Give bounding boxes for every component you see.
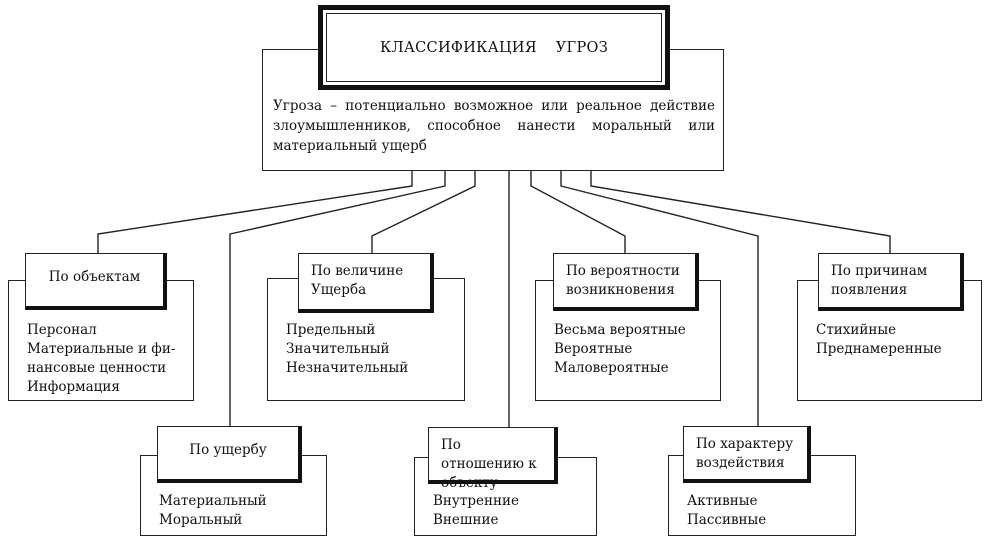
connector-damage xyxy=(229,170,446,426)
list-item: Незначительный xyxy=(286,360,409,376)
category-objects-header: По объектам xyxy=(25,253,167,310)
category-character-header: По характеру воздействия xyxy=(683,426,811,483)
list-item: Внутренние xyxy=(433,493,519,509)
category-probability-header: По вероятности возникновения xyxy=(553,253,699,311)
connector-probability xyxy=(530,170,626,254)
list-item: Материальный xyxy=(159,493,267,509)
list-item: Информация xyxy=(27,379,120,395)
list-item: Предельный xyxy=(286,322,376,338)
list-item: Стихийные xyxy=(816,322,897,338)
list-item: Персонал xyxy=(27,322,97,338)
connector-causes xyxy=(590,170,891,254)
title-box: КЛАССИФИКАЦИЯ УГРОЗ xyxy=(318,5,670,90)
list-item: Вероятные xyxy=(554,341,633,357)
list-item: Весьма вероятные xyxy=(554,322,686,338)
list-item: Маловероятные xyxy=(554,360,669,376)
list-item: Активные xyxy=(687,493,758,509)
list-item: нансовые ценности xyxy=(27,360,167,376)
category-magnitude-header: По величине Ущерба xyxy=(298,253,434,313)
diagram-title: КЛАССИФИКАЦИЯ УГРОЗ xyxy=(379,39,609,56)
category-relation-header: По отношению к объекту xyxy=(428,427,558,491)
list-item: Внешние xyxy=(433,512,499,528)
definition-text: Угроза – потенциально возможное или реал… xyxy=(273,98,715,154)
list-item: Моральный xyxy=(159,512,243,528)
category-damage-header: По ущербу xyxy=(157,426,302,483)
list-item: Пассивные xyxy=(687,512,767,528)
category-causes-header: По причинам появления xyxy=(818,253,964,311)
connector-objects xyxy=(97,170,413,254)
connector-magnitude xyxy=(371,170,476,254)
connector-character xyxy=(560,170,759,426)
list-item: Преднамеренные xyxy=(816,341,942,357)
list-item: Материальные и фи- xyxy=(27,341,176,357)
list-item: Значительный xyxy=(286,341,390,357)
